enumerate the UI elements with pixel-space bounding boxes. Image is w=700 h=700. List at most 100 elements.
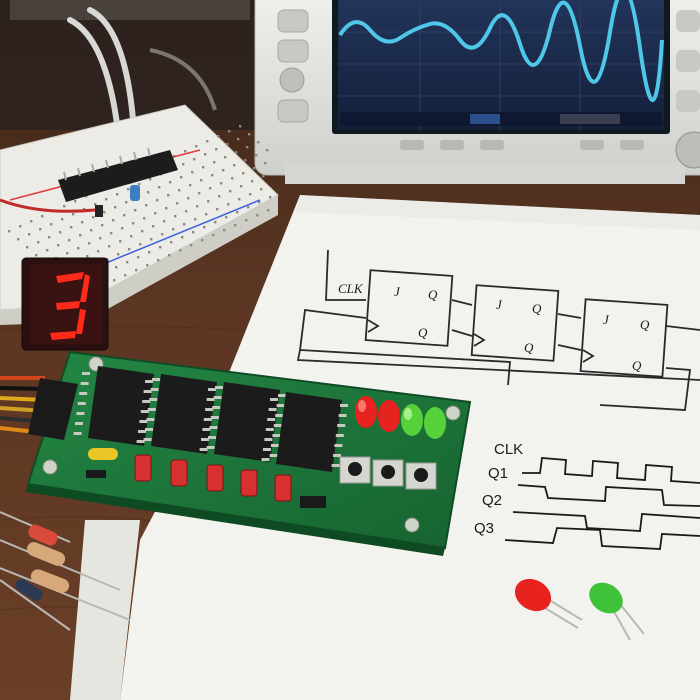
breadboard-hole [174,215,177,218]
breadboard-hole [222,169,225,172]
breadboard-hole [233,164,236,167]
breadboard-hole [212,234,215,237]
breadboard-hole [63,205,66,208]
breadboard-hole [158,186,161,189]
breadboard-hole [146,264,149,267]
breadboard-hole [196,205,199,208]
scope-knob[interactable] [279,67,305,93]
breadboard-hole [187,197,190,200]
breadboard-hole [214,221,217,224]
breadboard-hole [159,246,162,249]
breadboard-hole [235,151,238,154]
breadboard-hole [176,202,179,205]
breadboard-hole [124,274,127,277]
breadboard-hole [105,198,108,201]
breadboard-hole [228,130,231,133]
q2-waveform [512,511,700,532]
breadboard-hole [244,159,247,162]
breadboard-hole [257,141,260,144]
breadboard-hole [234,224,237,227]
breadboard-hole [139,243,142,246]
breadboard-hole [115,266,118,269]
breadboard-hole [240,185,243,188]
segment-digit [50,272,90,340]
loose-red-led [514,578,583,629]
breadboard-hole [86,255,89,258]
breadboard-hole [26,246,29,249]
breadboard-hole [99,237,102,240]
breadboard-hole [101,224,104,227]
ff2-j: J [496,297,503,312]
breadboard-hole [103,211,106,214]
breadboard-hole [83,208,86,211]
scope-trace [338,0,664,102]
breadboard-hole [149,178,152,181]
breadboard-hole [119,240,122,243]
resistors [0,511,131,631]
breadboard-hole [97,250,100,253]
ff1-qbar: Q [418,325,428,340]
breadboard-hole [113,279,116,282]
breadboard-hole [117,253,120,256]
breadboard-hole [138,183,141,186]
scope-knob[interactable] [675,131,700,169]
breadboard-hole [114,206,117,209]
q3-waveform [504,527,700,550]
scope-button[interactable] [676,90,700,112]
scope-button[interactable] [277,9,309,33]
breadboard-hole [180,176,183,179]
breadboard-hole [206,140,209,143]
breadboard-hole [156,199,159,202]
timing-label-q3: Q3 [474,520,494,537]
scope-button[interactable] [676,10,700,32]
breadboard-hole [135,269,138,272]
breadboard-hole [77,247,80,250]
breadboard-hole [189,184,192,187]
schematic-labels: CLK J Q Q J Q Q J Q Q [338,281,650,373]
push-buttons[interactable] [339,456,437,490]
scope-button[interactable] [277,39,309,63]
breadboard-hole [108,245,111,248]
breadboard-hole [70,226,73,229]
pcb-ic-chip [136,374,223,454]
breadboard-hole [238,198,241,201]
breadboard-hole [178,189,181,192]
breadboard-hole [267,209,270,212]
breadboard-hole [110,232,113,235]
breadboard-ic-chip [58,147,178,202]
breadboard-hole [185,210,188,213]
breadboard-hole [121,227,124,230]
breadboard-hole [168,254,171,257]
breadboard-hole [170,241,173,244]
ff1-j: J [394,284,401,299]
flipflop-schematic [296,249,700,411]
breadboard-hole [154,212,157,215]
breadboard-hole [202,166,205,169]
breadboard-hole [253,167,256,170]
dip-switches[interactable] [134,454,292,502]
breadboard-hole [112,219,115,222]
breadboard-hole [50,223,53,226]
breadboard-hole [128,248,131,251]
scope-button[interactable] [277,99,309,123]
breadboard-hole [260,188,263,191]
scope-grid [338,0,664,130]
breadboard-hole [59,231,62,234]
breadboard-hole [130,235,133,238]
breadboard-hole [150,238,153,241]
breadboard-hole [220,182,223,185]
breadboard-hole [28,233,31,236]
timing-label-clk: CLK [494,441,523,458]
breadboard-hole [195,145,198,148]
clk-waveform [522,457,700,484]
seven-segment-display: 3 [21,257,109,351]
breadboard-hole [163,220,166,223]
breadboard-hole [193,158,196,161]
flipflop-3 [579,298,669,378]
scope-button[interactable] [676,50,700,72]
ff2-qbar: Q [524,340,534,355]
breadboard-hole [123,214,126,217]
breadboard-hole [148,251,151,254]
breadboard-hole [161,233,164,236]
breadboard-hole [245,219,248,222]
